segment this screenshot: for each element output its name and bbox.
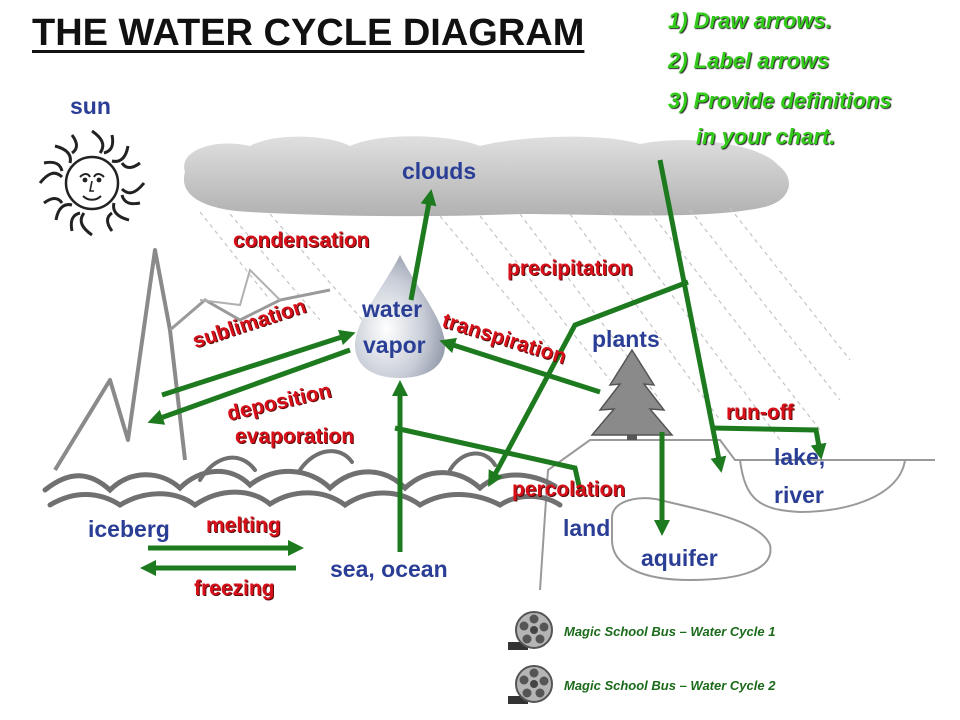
sun-icon — [38, 129, 146, 237]
water-vapor-label-line1: water — [362, 296, 423, 322]
page-title: THE WATER CYCLE DIAGRAM — [32, 12, 585, 54]
deposition-arrow — [147, 347, 351, 425]
video-link-1-text[interactable]: Magic School Bus – Water Cycle 1 — [564, 623, 776, 639]
condensation-label: condensation — [233, 229, 370, 252]
sea-ocean-label: sea, ocean — [330, 556, 448, 582]
evaporation-label: evaporation — [235, 425, 355, 448]
aquifer-shape — [611, 497, 772, 582]
video-link-2-text[interactable]: Magic School Bus – Water Cycle 2 — [564, 677, 776, 693]
instruction-3: 3) Provide definitions — [668, 88, 892, 113]
lake-label-line1: lake, — [774, 444, 826, 470]
land-label: land — [563, 515, 611, 541]
water-drop-icon — [355, 255, 445, 378]
freezing-label: freezing — [194, 577, 275, 600]
video-link-2[interactable]: Magic School Bus – Water Cycle 2 — [508, 664, 775, 706]
mountain-outline — [53, 248, 187, 472]
transpiration-arrow — [439, 337, 601, 395]
sun-label: sun — [70, 93, 111, 119]
instruction-3-continued: in your chart. — [696, 124, 836, 149]
percolation-arrow — [394, 425, 583, 491]
percolation-label: percolation — [512, 478, 626, 501]
run-off-arrow — [711, 425, 827, 460]
water-vapor-label-line2: vapor — [363, 332, 426, 358]
cloud-shape — [183, 136, 790, 217]
sublimation-arrow — [161, 329, 356, 398]
precipitation-label: precipitation — [507, 257, 634, 280]
run-off-label: run-off — [726, 401, 794, 424]
ocean-waves — [42, 449, 563, 509]
land-outline — [539, 439, 935, 591]
lake-label-line2: river — [774, 482, 824, 508]
precipitation-to-land-arrow — [488, 279, 689, 488]
precipitation-arrow — [657, 159, 727, 473]
pine-tree-icon — [590, 348, 674, 440]
instruction-1: 1) Draw arrows. — [668, 8, 832, 33]
video-link-1[interactable]: Magic School Bus – Water Cycle 1 — [508, 610, 775, 652]
clouds-label: clouds — [402, 158, 477, 184]
film-reel-icon — [508, 665, 553, 704]
lake-basin — [739, 459, 906, 514]
melting-label: melting — [206, 514, 281, 537]
film-reel-icon — [508, 611, 553, 650]
iceberg-label: iceberg — [88, 516, 170, 542]
instruction-2: 2) Label arrows — [668, 48, 830, 73]
aquifer-label: aquifer — [641, 545, 718, 571]
condensation-arrow — [408, 189, 437, 301]
plants-label: plants — [592, 326, 660, 352]
